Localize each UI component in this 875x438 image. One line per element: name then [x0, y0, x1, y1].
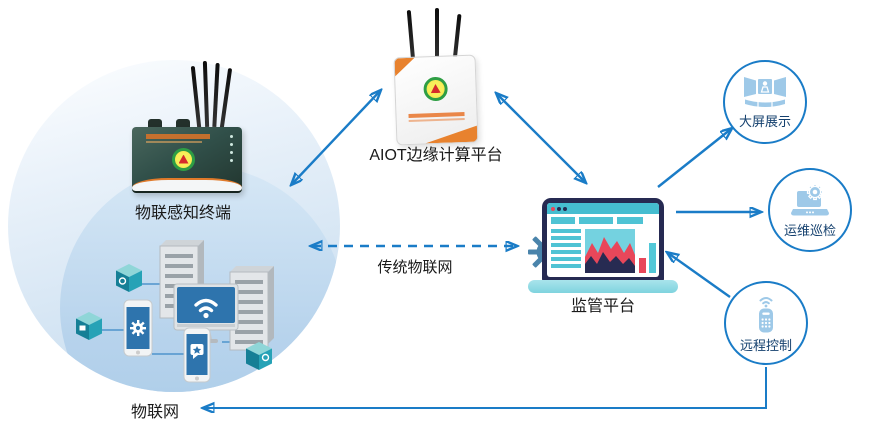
- connector-knob: [176, 119, 190, 128]
- window-dot: [563, 206, 567, 211]
- remote-control-node: 远程控制: [724, 281, 808, 365]
- orange-corner-accent: [394, 57, 416, 77]
- iot-node-cube-icon: [76, 312, 102, 340]
- dashboard-screen: [547, 203, 659, 277]
- antenna-icon: [212, 62, 220, 128]
- wifi-icon: [194, 298, 218, 313]
- antenna-icon: [202, 60, 210, 128]
- iot-node-cube-icon: [116, 264, 142, 292]
- sensing-terminal-label: 物联感知终端: [134, 205, 231, 222]
- nav-tab: [617, 216, 643, 224]
- ops-inspection-label: 运维巡检: [783, 222, 836, 238]
- iot-devices-illustration: [76, 240, 274, 383]
- iot-node-cube-icon: [246, 342, 272, 370]
- ops-inspection-node: 运维巡检: [768, 168, 852, 252]
- connector-knob: [148, 119, 162, 128]
- dashboard-nav-row: [547, 214, 659, 226]
- iot-network-label: 物联网: [130, 404, 179, 421]
- smartphone-gear-icon: [123, 299, 153, 357]
- dashboard-sidebar: [551, 227, 581, 273]
- smartphone-message-icon: [183, 327, 211, 383]
- gear-icon: [130, 320, 146, 336]
- terminal-chassis: [132, 127, 242, 193]
- device-swoosh: [132, 178, 242, 191]
- bar-chart-thumbnail: [639, 243, 659, 273]
- sensing-terminal-device: [130, 58, 246, 198]
- nav-tab: [551, 216, 575, 224]
- safety-emblem-icon: [423, 76, 449, 102]
- device-subtitle-bar: [146, 141, 202, 143]
- laptop-base: [528, 280, 678, 293]
- status-led-column: [230, 135, 233, 162]
- device-title-bar: [408, 112, 465, 118]
- traditional-iot-edge-label: 传统物联网: [377, 259, 453, 276]
- gateway-chassis: [393, 54, 479, 146]
- video-wall-icon: [744, 77, 786, 107]
- browser-title-bar: [547, 203, 659, 214]
- laptop-gear-icon: [791, 183, 829, 215]
- antenna-icon: [219, 68, 233, 128]
- arrow-supervision-bigscreen: [657, 129, 731, 188]
- nav-tab: [579, 216, 613, 224]
- supervision-platform-label: 监管平台: [570, 298, 635, 315]
- antenna-icon: [406, 9, 416, 63]
- arrow-aiot-supervision: [497, 94, 585, 182]
- window-dot-red: [551, 206, 555, 211]
- big-screen-label: 大屏展示: [738, 114, 791, 129]
- window-dot: [557, 206, 561, 211]
- device-title-bar: [146, 134, 210, 139]
- laptop-screen-frame: [542, 198, 664, 282]
- big-screen-node: 大屏展示: [723, 60, 807, 144]
- remote-control-label: 远程控制: [739, 338, 792, 353]
- remote-control-icon: [759, 297, 773, 333]
- wifi-icon: [759, 297, 773, 305]
- area-chart-thumbnail: [585, 229, 635, 273]
- safety-emblem-icon: [172, 148, 195, 171]
- antenna-icon: [435, 8, 439, 64]
- supervision-laptop: [528, 198, 678, 296]
- aiot-platform-label: AIOT边缘计算平台: [369, 147, 503, 164]
- aiot-gateway-device: [393, 8, 481, 146]
- device-subtitle-bar: [408, 118, 465, 122]
- antenna-icon: [190, 65, 202, 129]
